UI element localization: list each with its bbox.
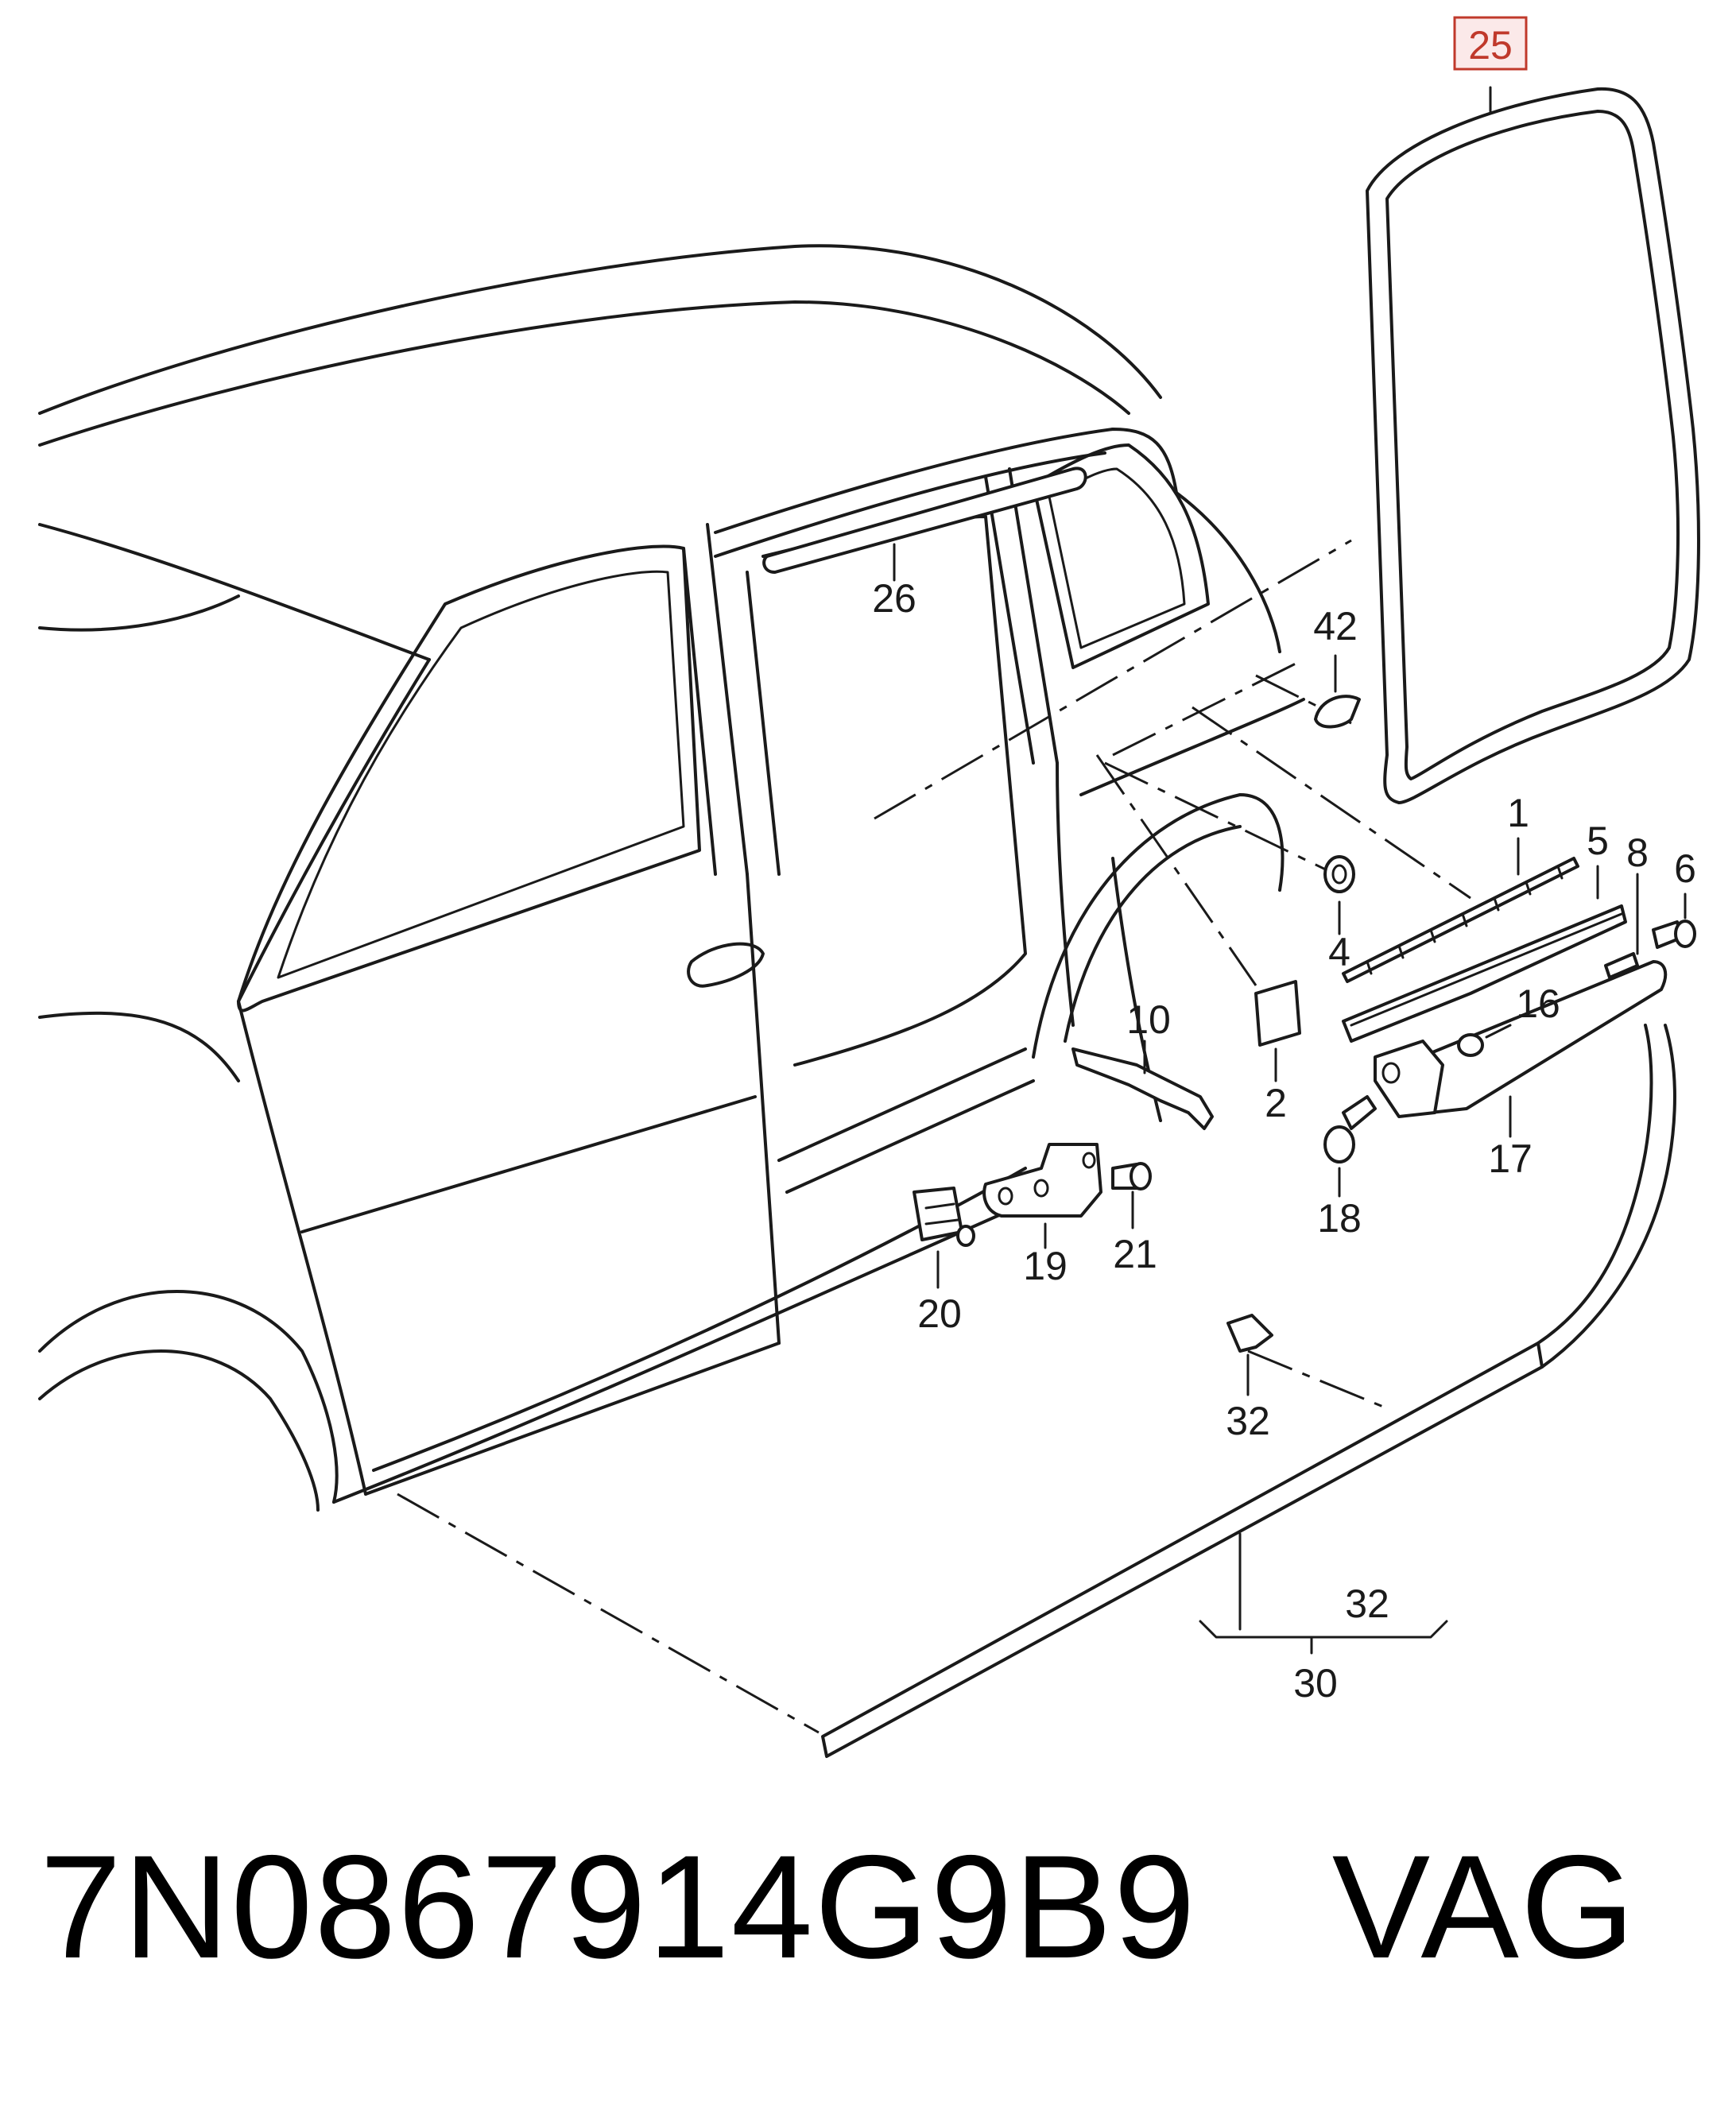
brand-label: VAG — [1331, 1826, 1637, 1989]
callout-17: 17 — [1488, 1136, 1533, 1181]
block-part-20 — [913, 1187, 975, 1289]
callout-6: 6 — [1674, 846, 1696, 891]
part-number: 7N0867914G9B9 — [40, 1826, 1197, 1989]
callout-26: 26 — [872, 576, 916, 621]
callout-10: 10 — [1126, 997, 1171, 1042]
bracket-part-10 — [1071, 1040, 1214, 1130]
spacer-part-8 — [1604, 873, 1639, 979]
bolt-part-21 — [1111, 1162, 1152, 1229]
sill-trim-part-30 — [821, 1024, 1676, 1758]
callout-18: 18 — [1317, 1196, 1362, 1241]
clip-part-16 — [1457, 1024, 1512, 1057]
callout-25-box — [1453, 16, 1528, 71]
seal-strip-part-1 — [1342, 837, 1579, 983]
callout-1: 1 — [1507, 791, 1529, 835]
bolt-part-18 — [1323, 1095, 1377, 1198]
leader-lines — [397, 539, 1471, 1734]
callout-32-lower: 32 — [1345, 1582, 1389, 1626]
part-number-footer: 7N0867914G9B9 VAG — [40, 1826, 1701, 1989]
callout-21: 21 — [1113, 1232, 1157, 1276]
callout-20: 20 — [917, 1291, 962, 1336]
screw-part-6 — [1652, 892, 1696, 949]
callout-42: 42 — [1313, 604, 1358, 649]
callout-32-upper: 32 — [1226, 1399, 1270, 1443]
callout-19: 19 — [1023, 1244, 1068, 1288]
door-seal-part-25 — [1366, 86, 1700, 804]
sill-bracket-part-17 — [1374, 960, 1668, 1138]
window-trim-part-26 — [762, 467, 1087, 582]
callout-16: 16 — [1516, 982, 1560, 1026]
callout-5: 5 — [1587, 819, 1609, 863]
callout-25: 25 — [1468, 23, 1513, 68]
callout-4: 4 — [1328, 930, 1350, 974]
hinge-bracket-part-19 — [982, 1143, 1102, 1249]
clip-part-42 — [1314, 654, 1361, 729]
grommet-part-4 — [1323, 855, 1355, 935]
clip-part-32-upper — [1226, 1314, 1273, 1396]
callout-8: 8 — [1626, 830, 1649, 875]
sill-strip-part-5 — [1342, 865, 1627, 1043]
vehicle-body-outline — [38, 244, 1305, 1512]
callout-30: 30 — [1293, 1661, 1338, 1706]
callout-labels: 25 26 42 1 5 8 6 4 10 16 2 17 18 19 21 2… — [872, 16, 1696, 1706]
pad-part-2 — [1254, 980, 1301, 1082]
callout-2: 2 — [1265, 1081, 1287, 1125]
